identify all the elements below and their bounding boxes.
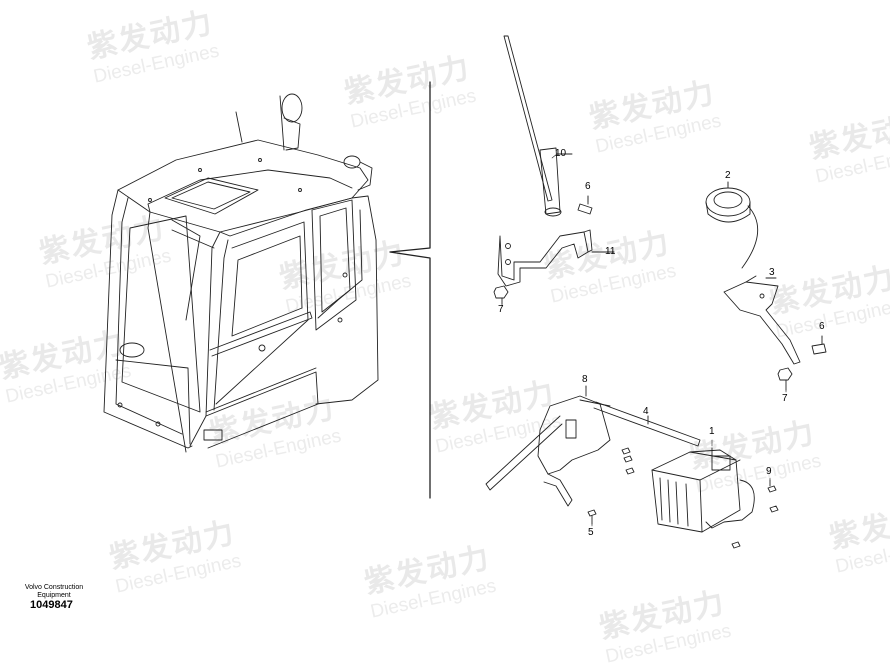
antenna-bracket-part — [497, 229, 615, 287]
callout-label: 8 — [582, 374, 588, 385]
callout-label: 6 — [585, 181, 591, 192]
receiver-part — [705, 181, 759, 269]
footer-drawing-id: 1049847 — [30, 599, 73, 611]
footer-company-name: Volvo Construction Equipment — [24, 584, 84, 599]
support-bracket-part — [485, 385, 701, 507]
callout-label: 7 — [498, 304, 504, 315]
control-unit-part — [651, 447, 755, 533]
mounting-plate-part — [723, 275, 801, 365]
callout-label: 5 — [588, 527, 594, 538]
antenna-part — [503, 35, 573, 217]
callout-label: 11 — [605, 246, 616, 257]
callout-label: 3 — [769, 267, 775, 278]
nut-part — [777, 367, 793, 391]
screw-part — [811, 335, 827, 355]
callout-label: 6 — [819, 321, 825, 332]
callout-label: 2 — [725, 170, 731, 181]
callout-label: 4 — [643, 406, 649, 417]
callout-label: 9 — [766, 466, 772, 477]
nut-part — [493, 285, 509, 305]
small-screws — [587, 447, 779, 549]
operator-cab-illustration — [103, 93, 379, 453]
diagram-drawing — [103, 35, 827, 549]
callout-leaders — [501, 153, 823, 527]
callout-label: 1 — [709, 426, 715, 437]
callout-label: 7 — [782, 393, 788, 404]
screw-part — [577, 195, 593, 215]
section-break-line — [389, 81, 431, 499]
callout-label: 10 — [555, 148, 567, 159]
